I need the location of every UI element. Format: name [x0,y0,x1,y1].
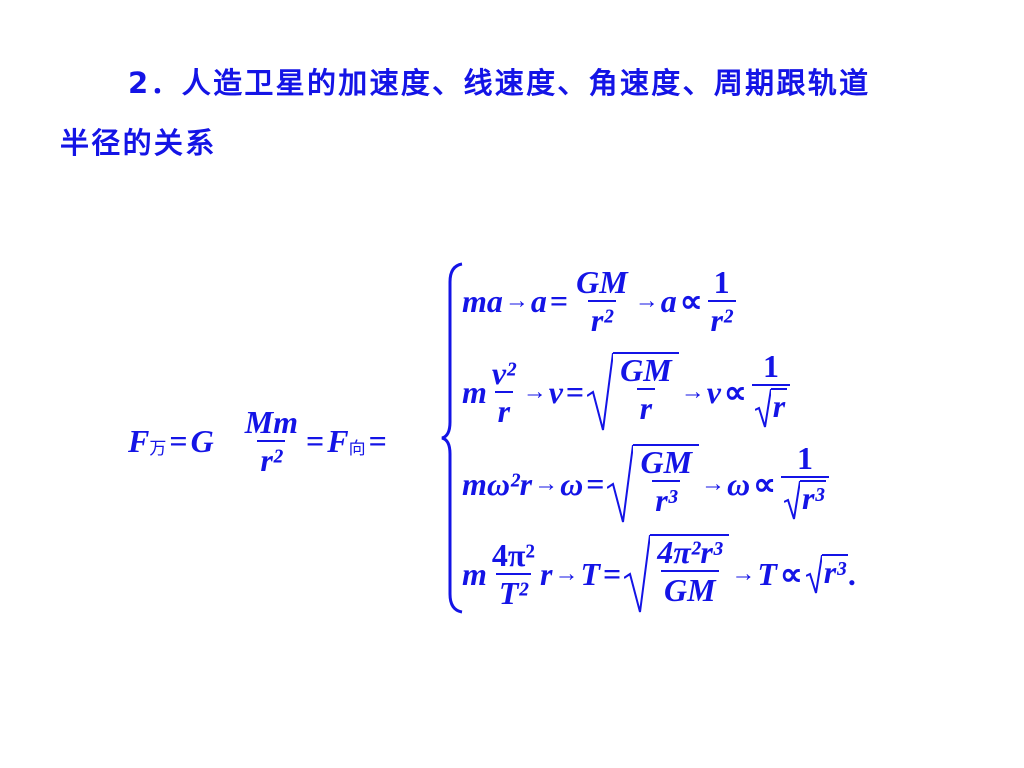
proportional-symbol: ∝ [679,283,703,319]
denominator: GM [661,570,719,606]
square-root: r [754,388,788,428]
period: . [847,556,856,592]
equals: = [169,423,188,459]
equals: = [368,423,387,459]
denominator: r [494,390,514,427]
numerator: GM [620,351,672,388]
term: m [462,556,487,592]
symbol-F: F [327,423,349,459]
radicand: r³ [821,554,848,594]
numerator: 1 [797,440,814,476]
denominator: r² [257,440,286,476]
equals: = [565,373,585,410]
radicand: r³ [800,480,827,520]
heading-line-2: 半径的关系 [60,126,217,160]
numerator: 1 [762,348,779,384]
heading-line-1: 2．人造卫星的加速度、线速度、角速度、周期跟轨道 [128,66,871,100]
arrow-icon: → [731,561,756,587]
numerator: GM [576,264,628,300]
equals: = [586,465,605,502]
equals: = [603,556,622,592]
arrow-icon: → [534,470,559,497]
equals: = [549,283,569,319]
term: m [462,373,487,410]
denominator: r² [587,300,616,336]
proportional-symbol: ∝ [753,465,777,502]
proportional-symbol: ∝ [723,373,747,410]
numerator: v² [491,354,516,391]
numerator: Mm [244,404,299,440]
arrow-icon: → [554,561,579,587]
square-root: r³ [805,554,848,594]
denominator: r³ [652,479,681,516]
term: T [580,556,601,592]
numerator: 4π²r³ [657,534,723,570]
term: ω [727,465,751,502]
denominator: r [636,387,656,424]
subscript-wan: 万 [149,438,167,459]
arrow-icon: → [522,378,547,405]
symbol-F: F [128,423,150,459]
fraction: 1 r³ [781,440,830,525]
term: v [548,373,563,410]
denominator: r² [707,300,736,336]
arrow-icon: → [634,288,659,314]
radicand: r [770,388,788,428]
symbol-G: G [190,423,214,459]
term: a [530,283,547,319]
arrow-icon: → [680,378,705,405]
left-brace [441,262,463,614]
term: T [757,556,777,592]
subscript-xiang: 向 [348,438,366,459]
radical-icon [624,534,651,613]
equals: = [306,423,325,459]
proportional-symbol: ∝ [779,556,803,592]
term: a [660,283,677,319]
term: ω [560,465,584,502]
denominator: T² [495,573,532,609]
arrow-icon: → [701,470,726,497]
radical-icon [754,388,771,428]
numerator: 4π² [491,537,536,573]
radical-icon [587,352,614,430]
term: mω²r [462,465,533,502]
term: r [540,556,553,592]
numerator: 1 [713,264,730,300]
term: ma [462,283,503,319]
numerator: GM [640,443,693,480]
radical-icon [805,554,822,594]
radical-icon [784,480,801,520]
radical-icon [607,444,634,522]
square-root: r³ [784,480,827,520]
term: v [706,373,721,410]
arrow-icon: → [504,288,529,314]
